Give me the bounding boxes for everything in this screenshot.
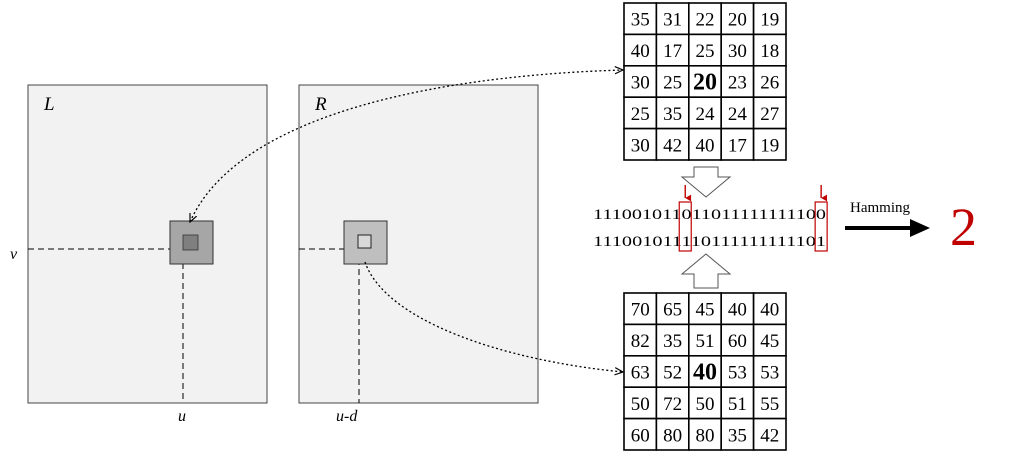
left-window-cell-value: 30 <box>631 135 650 156</box>
row-label-v: v <box>10 246 18 263</box>
right-image-label: R <box>314 94 327 115</box>
right-window-cell-value: 50 <box>696 394 715 415</box>
left-window-cell-value: 25 <box>696 41 715 62</box>
left-window-cell-value: 23 <box>728 73 747 94</box>
differing-bit-highlights <box>678 185 828 252</box>
right-window-cell-box <box>655 354 690 388</box>
right-window-cell-value: 40 <box>728 300 747 321</box>
down-block-arrow <box>680 166 732 198</box>
right-window-cell-box <box>752 386 787 420</box>
right-window-cell-value: 35 <box>663 331 682 352</box>
col-label-u-d: u-d <box>336 408 358 425</box>
left-window-center-value: 20 <box>693 70 717 96</box>
left-window-cell-value: 30 <box>728 41 747 62</box>
left-window-cell-value: 42 <box>663 135 682 156</box>
up-block-arrow <box>680 253 732 289</box>
right-window-cell-value: 72 <box>663 394 682 415</box>
right-window-cell-value: 82 <box>631 331 650 352</box>
left-window-cell-value: 20 <box>728 10 747 31</box>
left-window-cell-value: 22 <box>696 10 715 31</box>
right-window-cell-value: 40 <box>760 300 779 321</box>
census-bits-left: 111001011011011111111100 <box>593 207 826 223</box>
left-window-cell-box <box>655 96 690 130</box>
right-window-grid: 70 65 45 40 40 82 35 51 60 45 63 52 40 53 53 50 72 50 51 55… <box>623 292 787 451</box>
right-window-cell-value: 51 <box>696 331 715 352</box>
right-image-panel: R <box>298 84 539 404</box>
left-window-cell-box <box>752 96 787 130</box>
right-image-frame <box>298 84 539 404</box>
left-window-grid: 35 31 22 20 19 40 17 25 30 18 30 25 20 23 26 25 35 24 24 27… <box>623 2 787 161</box>
right-window-cell-value: 45 <box>760 331 779 352</box>
hamming-distance-value: 2 <box>950 197 977 257</box>
right-window-cell-value: 70 <box>631 300 650 321</box>
right-window-cell-value: 53 <box>760 363 779 384</box>
right-window-cell-value: 60 <box>728 331 747 352</box>
differing-bit-box <box>678 201 692 252</box>
left-window-cell-value: 17 <box>728 135 747 156</box>
right-window-cell-value: 50 <box>631 394 650 415</box>
left-image-label: L <box>43 94 55 115</box>
right-window-cell-value: 80 <box>696 425 715 446</box>
left-image-panel: L <box>27 84 268 404</box>
left-window-cell-value: 19 <box>760 135 779 156</box>
left-window-cell-box <box>720 2 755 36</box>
left-window-cell-value: 27 <box>760 104 779 125</box>
left-window-cell-box <box>752 33 787 67</box>
hamming-arrow-head <box>910 219 930 237</box>
left-window-cell-box <box>720 33 755 67</box>
left-window-cell-value: 30 <box>631 73 650 94</box>
right-window-cell-box <box>752 323 787 357</box>
right-window-cell-box <box>623 292 658 326</box>
right-window-cell-value: 51 <box>728 394 747 415</box>
right-window-cell-value: 60 <box>631 425 650 446</box>
right-window-cell-box <box>623 417 658 451</box>
right-window-cell-box <box>687 354 722 388</box>
left-window-cell-box <box>655 33 690 67</box>
left-window-cell-value: 18 <box>760 41 779 62</box>
left-window-cell-value: 24 <box>696 104 716 125</box>
right-to-window-connector <box>364 261 623 372</box>
left-window-cell-box <box>655 2 690 36</box>
left-center-pixel <box>182 234 199 251</box>
right-window-cell-value: 55 <box>760 394 779 415</box>
right-window-cell-value: 42 <box>760 425 779 446</box>
left-to-window-connector <box>190 70 623 222</box>
right-window-cell-value: 65 <box>663 300 682 321</box>
right-window-cell-value: 63 <box>631 363 650 384</box>
left-image-frame <box>27 84 268 404</box>
right-window-cell-value: 45 <box>696 300 715 321</box>
left-window-cell-value: 17 <box>663 41 682 62</box>
left-window-cell-value: 25 <box>663 73 682 94</box>
right-window-center-value: 40 <box>693 360 717 386</box>
left-window-cell-value: 24 <box>728 104 748 125</box>
right-window-cell-value: 80 <box>663 425 682 446</box>
left-window-cell-value: 40 <box>631 41 650 62</box>
hamming-label: Hamming <box>850 200 910 216</box>
left-window-cell-box <box>752 127 787 161</box>
left-window-cell-value: 19 <box>760 10 779 31</box>
right-window-cell-value: 53 <box>728 363 747 384</box>
right-window-cell-box <box>752 417 787 451</box>
right-window-cell-box <box>687 417 722 451</box>
left-window-cell-value: 35 <box>631 10 650 31</box>
right-window-cell-value: 52 <box>663 363 682 384</box>
census-bits-right: 111001011110111111111101 <box>593 234 826 250</box>
left-window-cell-value: 31 <box>663 10 682 31</box>
left-window-cell-value: 35 <box>663 104 682 125</box>
right-window-cell-box <box>752 354 787 388</box>
right-window-cell-box <box>687 323 722 357</box>
left-window-cell-value: 26 <box>760 73 779 94</box>
col-label-u: u <box>178 408 186 425</box>
right-window-cell-box <box>655 386 690 420</box>
right-window-cell-value: 35 <box>728 425 747 446</box>
left-window-cell-value: 25 <box>631 104 650 125</box>
left-window-cell-box <box>720 127 755 161</box>
left-window-cell-value: 40 <box>696 135 715 156</box>
right-center-pixel <box>357 234 372 249</box>
differing-bit-box <box>814 201 828 252</box>
left-window-cell-box <box>623 2 658 36</box>
